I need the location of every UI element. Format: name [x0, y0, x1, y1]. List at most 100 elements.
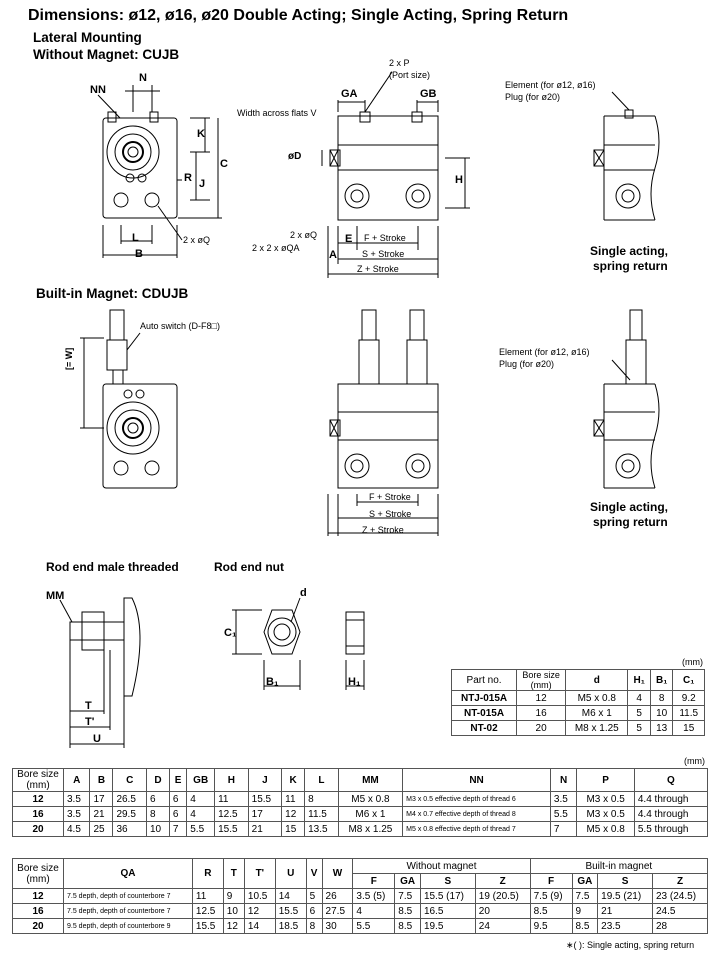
section-heading-cujb: Without Magnet: CUJB	[33, 47, 180, 62]
t1-th-4: D	[145, 768, 170, 792]
technical-drawing	[59, 71, 660, 748]
t1-th-12: NN	[402, 768, 551, 792]
cell: M8 x 1.25	[565, 720, 629, 736]
table-row: 16 7.5 depth, depth of counterbore 7 12.…	[12, 903, 708, 919]
nut-th-0: Part no.	[450, 669, 518, 691]
cell: 5	[627, 705, 651, 721]
side-view-cujb	[321, 71, 470, 278]
cell: 15.5	[247, 791, 283, 807]
cell: 6	[305, 903, 323, 919]
label-z-stroke: Z + Stroke	[357, 264, 399, 274]
cell: 12	[222, 918, 245, 934]
cell: NT-02	[450, 720, 518, 736]
cell: 8.5	[571, 918, 599, 934]
cell: M5 x 0.8	[565, 690, 629, 706]
cell: 12	[12, 888, 64, 904]
cell: 7	[549, 821, 578, 837]
cell: 7	[168, 821, 188, 837]
table-row: 16 3.5 21 29.5 8 6 4 12.5 17 12 11.5 M6 …	[12, 806, 709, 822]
cell: 3.5	[62, 791, 91, 807]
cell: 12	[12, 791, 64, 807]
cell: 16.5	[419, 903, 476, 919]
label-z-stroke-2: Z + Stroke	[362, 525, 404, 535]
cell: 9.2	[672, 690, 705, 706]
section-heading-cdujb: Built-in Magnet: CDUJB	[36, 286, 189, 301]
t1-th-13: N	[549, 768, 578, 792]
unit-label-nut: (mm)	[682, 657, 703, 667]
cell: 8	[305, 918, 323, 934]
label-a: A	[329, 249, 337, 261]
cell: 4.4 through	[633, 806, 709, 822]
cell: 12	[516, 690, 567, 706]
cell: 3.5	[62, 806, 91, 822]
label-w: [= W]	[64, 347, 74, 370]
cell: 3.5	[549, 791, 578, 807]
t2-th-6: V	[305, 858, 323, 889]
front-view-cujb	[97, 85, 222, 258]
cell: 15.5 (17)	[419, 888, 476, 904]
label-h1: H₁	[348, 676, 361, 688]
label-f-stroke: F + Stroke	[364, 233, 406, 243]
label-single-acting-1: Single acting,	[590, 244, 669, 258]
label-c1: C₁	[224, 627, 237, 639]
cell: 6	[145, 791, 170, 807]
t1-th-9: K	[281, 768, 306, 792]
t1-th-10: L	[304, 768, 339, 792]
cell: 15	[672, 720, 705, 736]
t2-th-4: T'	[243, 858, 276, 889]
t2-sub-3: Z	[474, 873, 531, 889]
nut-th-4: B₁	[649, 669, 674, 691]
label-f-stroke-2: F + Stroke	[369, 492, 411, 502]
t2-th-7: W	[321, 858, 354, 889]
cell: 8	[649, 690, 674, 706]
cell: 15.5	[214, 821, 249, 837]
cell: 16	[516, 705, 567, 721]
element-view-cujb	[593, 91, 660, 221]
cell: 5.5	[186, 821, 216, 837]
cell: 9	[571, 903, 599, 919]
label-auto-switch: Auto switch (D-F8□)	[140, 321, 220, 331]
cell: 8.5	[394, 903, 421, 919]
cell: 16	[12, 806, 64, 822]
nut-th-3: H₁	[627, 669, 651, 691]
table-row: 12 7.5 depth, depth of counterbore 7 11 …	[12, 888, 708, 904]
t2-sub-6: S	[597, 873, 653, 889]
t2-sub-4: F	[529, 873, 573, 889]
cell: 21	[89, 806, 114, 822]
front-view-cdujb	[80, 309, 178, 489]
cell: 7.5	[394, 888, 421, 904]
cell: 11	[191, 888, 224, 904]
cell: NT-015A	[450, 705, 518, 721]
cell: 8.5	[394, 918, 421, 934]
cell: 19 (20.5)	[474, 888, 531, 904]
table-row: 20 4.5 25 36 10 7 5.5 15.5 21 15 13.5 M8…	[12, 821, 709, 837]
cell: 10	[222, 903, 245, 919]
cell: 11.5	[304, 806, 339, 822]
cell: 7.5 depth, depth of counterbore 7	[63, 903, 193, 919]
label-k: K	[197, 128, 205, 140]
cell: 11	[214, 791, 249, 807]
label-2xq: 2 x øQ	[183, 235, 211, 245]
cell: 14	[274, 888, 307, 904]
rod-end-nut-drawing	[232, 597, 365, 690]
cell: 19.5	[419, 918, 476, 934]
t2-sub-0: F	[352, 873, 396, 889]
cell: 8	[304, 791, 339, 807]
cell: 7.5 (9)	[529, 888, 573, 904]
cell: 20	[12, 821, 64, 837]
label-t-prime: T'	[85, 716, 95, 728]
cell: 4	[186, 806, 216, 822]
cell: 11.5	[672, 705, 705, 721]
dimension-table-2: Bore size (mm) QA R T T' U V W Without m…	[12, 858, 709, 934]
cell: 4.4 through	[633, 791, 709, 807]
cell: 5.5 through	[633, 821, 709, 837]
label-plug: Plug (for ø20)	[505, 92, 561, 102]
t2-th-1: QA	[63, 858, 193, 889]
t1-th-6: GB	[186, 768, 216, 792]
t1-th-14: P	[576, 768, 635, 792]
heading-rod-end-nut: Rod end nut	[214, 560, 284, 574]
cell: 15.5	[191, 918, 224, 934]
cell: 21	[247, 821, 283, 837]
cell: 27.5	[321, 903, 354, 919]
t1-th-15: Q	[633, 768, 709, 792]
